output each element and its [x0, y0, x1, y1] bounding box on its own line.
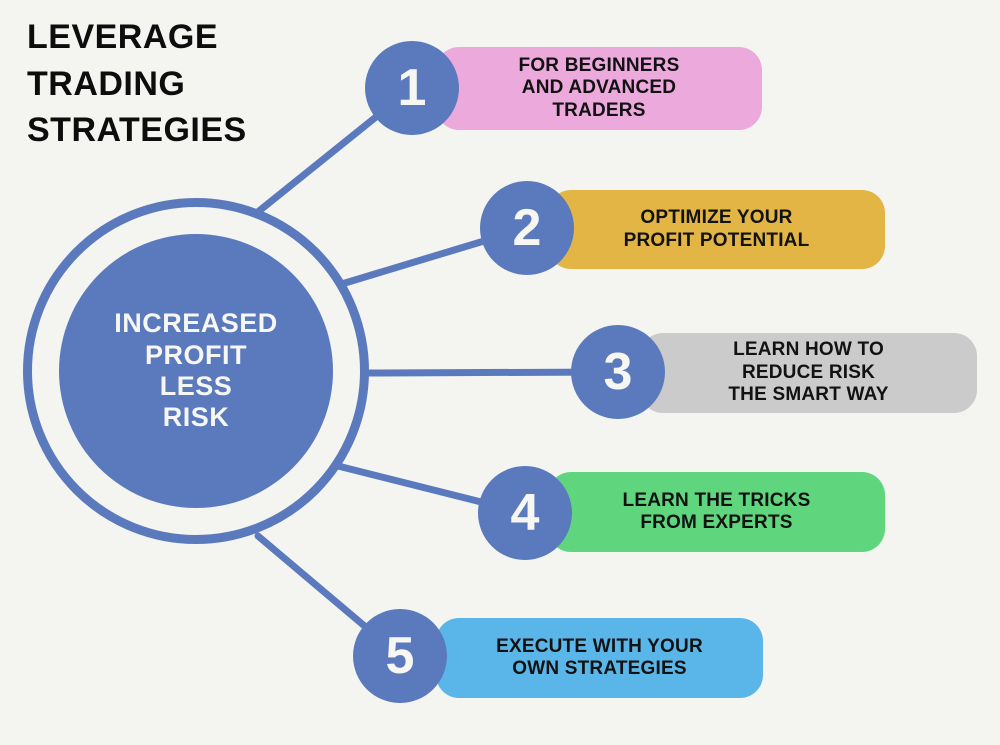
hub-circle: INCREASED PROFIT LESS RISK: [59, 234, 333, 508]
item-4-number-badge: 4: [478, 466, 572, 560]
item-2-pill: OPTIMIZE YOUR PROFIT POTENTIAL: [548, 190, 885, 269]
item-3-number-badge: 3: [571, 325, 665, 419]
item-1-pill: FOR BEGINNERS AND ADVANCED TRADERS: [436, 47, 762, 130]
item-2-label: OPTIMIZE YOUR PROFIT POTENTIAL: [623, 207, 810, 251]
item-5-number-badge: 5: [353, 609, 447, 703]
page-title: LEVERAGE TRADING STRATEGIES: [27, 14, 327, 154]
item-3-label: LEARN HOW TO REDUCE RISK THE SMART WAY: [728, 339, 889, 406]
item-1-number: 1: [397, 59, 427, 117]
item-3-pill: LEARN HOW TO REDUCE RISK THE SMART WAY: [640, 333, 977, 413]
item-2-number-badge: 2: [480, 181, 574, 275]
item-1-label: FOR BEGINNERS AND ADVANCED TRADERS: [518, 54, 680, 121]
item-1-number-badge: 1: [365, 41, 459, 135]
item-4-number: 4: [510, 484, 540, 542]
item-5-label: EXECUTE WITH YOUR OWN STRATEGIES: [496, 635, 703, 679]
item-3-number: 3: [603, 343, 633, 401]
page-title-line-3: STRATEGIES: [27, 111, 247, 150]
page-title-line-2: TRADING: [27, 64, 186, 103]
item-4-pill: LEARN THE TRICKS FROM EXPERTS: [548, 472, 885, 552]
item-5-pill: EXECUTE WITH YOUR OWN STRATEGIES: [436, 618, 763, 698]
item-2-number: 2: [512, 199, 542, 257]
item-4-label: LEARN THE TRICKS FROM EXPERTS: [622, 489, 811, 533]
item-5-number: 5: [385, 627, 415, 685]
hub-label: INCREASED PROFIT LESS RISK: [114, 308, 278, 433]
page-title-line-1: LEVERAGE: [27, 18, 219, 56]
